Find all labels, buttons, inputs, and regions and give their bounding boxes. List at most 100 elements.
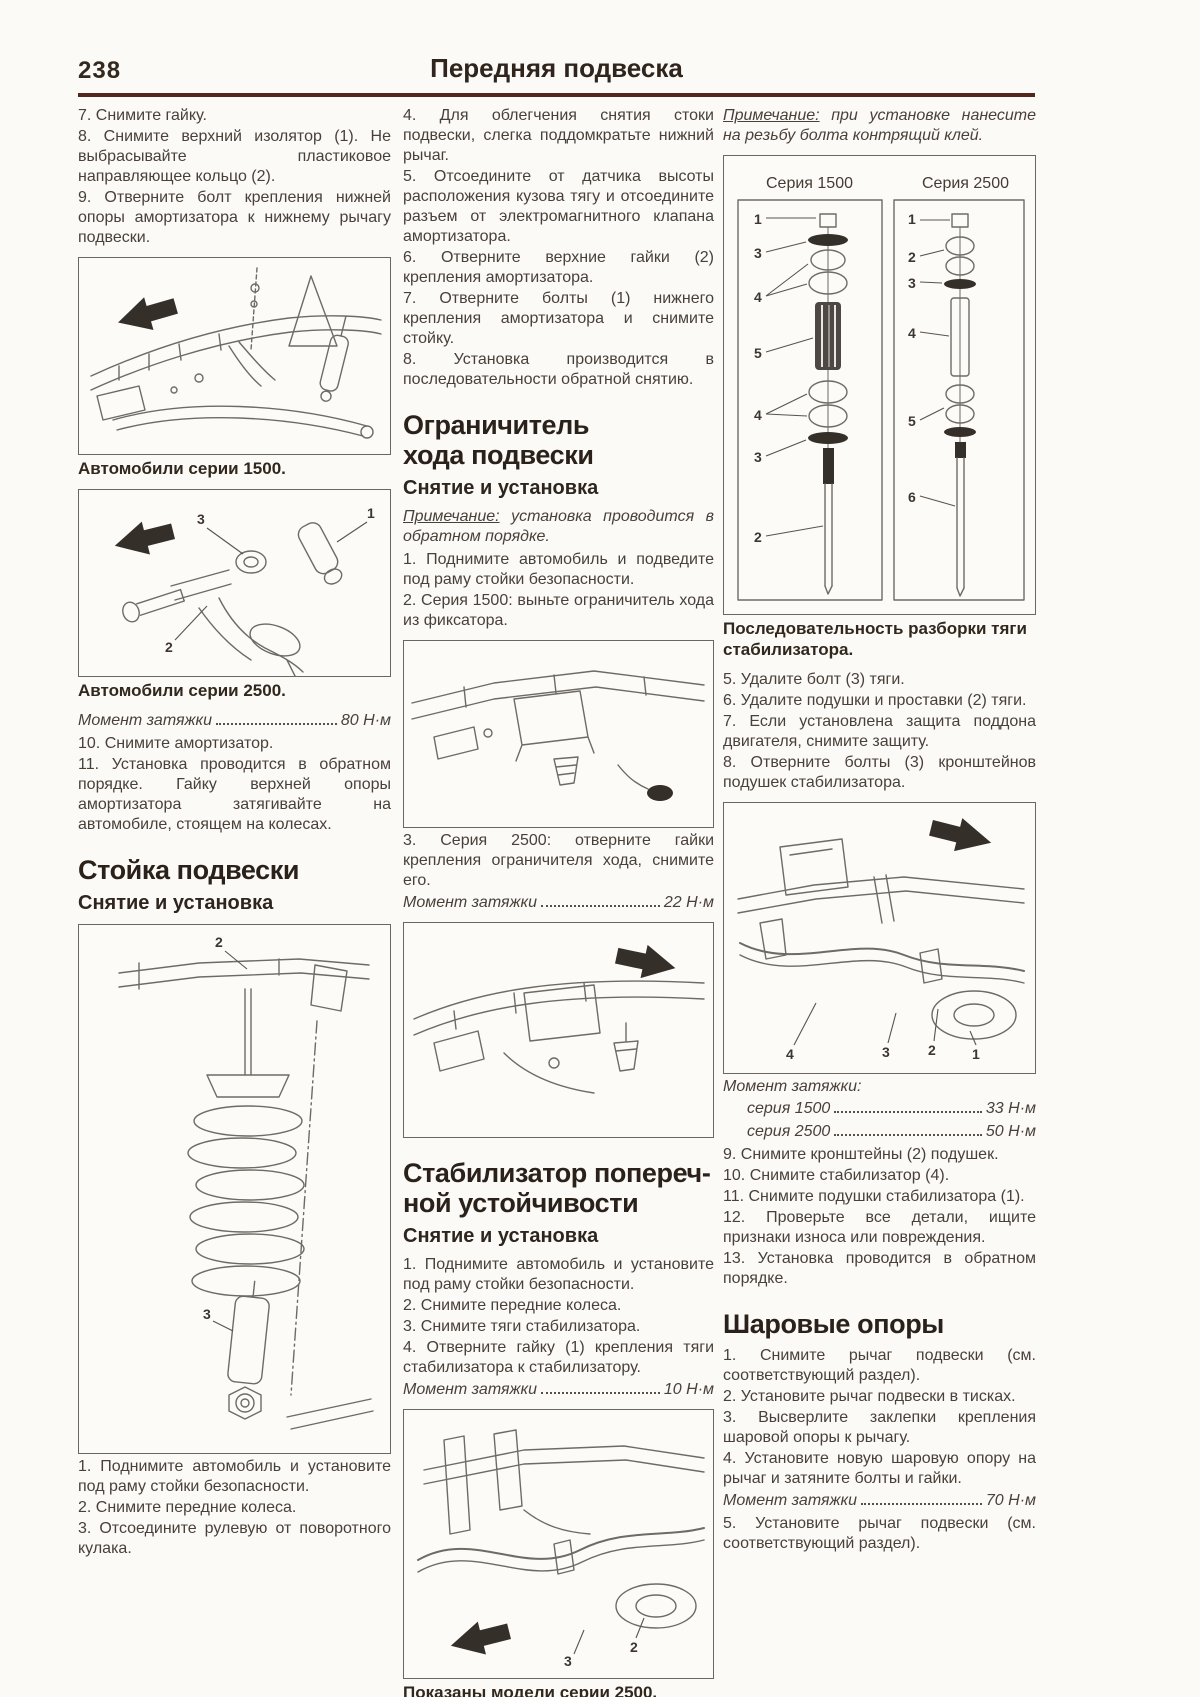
section-heading-strut: Стойка подвески [78, 855, 300, 885]
series-1500-title: Серия 1500 [766, 175, 853, 192]
torque-spec: Момент затяжки 10 Н·м [403, 1380, 714, 1400]
stabilizer-sketch [417, 1429, 705, 1629]
torque-row-name: серия 2500 [747, 1123, 831, 1140]
figure-caption: Автомобили серии 2500. [78, 681, 286, 700]
torque-spec: серия 2500 50 Н·м [723, 1122, 1036, 1142]
page-number: 238 [78, 57, 122, 84]
step-item: 5. Удалите болт (3) тяги. [723, 671, 905, 688]
part-label: 5 [754, 345, 762, 361]
dotted-leader [540, 1391, 660, 1394]
step-item: 1. Поднимите автомобиль и подведите под … [403, 551, 714, 588]
connector-sketch [647, 785, 673, 801]
step-item: 9. Снимите кронштейны (2) подушек. [723, 1146, 999, 1163]
column-left: 7. Снимите гайку. 8. Снимите верхний изо… [78, 106, 391, 1560]
part-label: 2 [630, 1639, 638, 1655]
dotted-leader [834, 1133, 982, 1136]
header-rule [78, 93, 1035, 97]
step-item: 9. Отверните болт крепления нижней опоры… [78, 189, 391, 246]
step-item: 4. Для облегчения снятия стоки подвески,… [403, 107, 714, 164]
part-leader-lines [765, 217, 824, 537]
step-item: 7. Если установлена защита поддона двига… [723, 713, 1036, 750]
part-label: 2 [215, 934, 223, 950]
shock-mount-sketch [122, 522, 343, 676]
step-item: 8. Установка производится в последовател… [403, 351, 714, 388]
part-label: 2 [908, 249, 916, 265]
step-item: 3. Серия 2500: отверните гайки крепления… [403, 832, 714, 889]
note-text: Примечание: установка проводится в обрат… [403, 508, 714, 545]
step-item: 2. Снимите передние колеса. [78, 1499, 297, 1516]
strut-sketch [118, 958, 374, 1430]
stabilizer-mount-sketch [737, 838, 1025, 1040]
part-label: 4 [754, 407, 762, 423]
torque-value: 80 Н·м [340, 712, 391, 729]
series-2500-title: Серия 2500 [922, 175, 1009, 192]
part-label: 1 [367, 505, 375, 521]
figure-stabilizer-mounts: 4 3 2 1 [723, 802, 1036, 1074]
part-label: 5 [908, 413, 916, 429]
dotted-leader [540, 904, 660, 907]
step-item: 10. Снимите амортизатор. [78, 735, 274, 752]
step-item: 11. Снимите подушки стабилизатора (1). [723, 1188, 1025, 1205]
step-item: 3. Отсоедините рулевую от поворотного ку… [78, 1520, 391, 1557]
step-item: 11. Установка проводится в обратном поря… [78, 756, 391, 833]
part-label: 2 [165, 639, 173, 655]
note-label: Примечание: [723, 107, 820, 124]
torque-spec: серия 1500 33 Н·м [723, 1099, 1036, 1119]
exploded-link-1500: 1 3 4 5 4 3 2 [754, 211, 848, 595]
series-2500-box [893, 199, 1025, 601]
torque-spec: Момент затяжки 80 Н·м [78, 711, 391, 731]
arrow-left-icon [450, 1621, 511, 1655]
figure-bumpstop-2500 [403, 922, 714, 1138]
torque-value: 10 Н·м [663, 1381, 714, 1398]
part-label: 2 [754, 529, 762, 545]
figure-caption: Показаны модели серии 2500. [403, 1683, 658, 1697]
torque-label: Момент затяжки [403, 1381, 537, 1398]
figure-stabilizer-2500: 2 3 [403, 1409, 714, 1679]
figure-caption: Автомобили серии 1500. [78, 459, 286, 478]
dotted-leader [834, 1110, 982, 1113]
arrow-left-icon [114, 521, 175, 555]
column-middle: 4. Для облегчения снятия стоки подвески,… [403, 106, 714, 1697]
figure-caption: Последовательность разборки тяги стабили… [723, 619, 1027, 659]
torque-label: Момент затяжки [78, 712, 212, 729]
step-item: 1. Снимите рычаг подвески (см. соответст… [723, 1347, 1036, 1384]
figure-bumpstop-1500 [403, 640, 714, 828]
part-label: 6 [908, 489, 916, 505]
subsection-heading: Снятие и установка [403, 1225, 599, 1247]
series-1500-box [737, 199, 883, 601]
frame-sketch [413, 980, 705, 1094]
torque-label: Момент затяжки [403, 894, 537, 911]
exploded-link-2500: 1 2 3 4 5 6 [908, 211, 976, 597]
note-text: Примечание: при установке нанесите на ре… [723, 107, 1036, 144]
part-leader-lines [793, 1002, 977, 1046]
arrow-right-icon [929, 818, 992, 852]
part-label: 3 [197, 511, 205, 527]
page-header: 238 Передняя подвеска [78, 52, 1035, 92]
subsection-heading: Снятие и установка [78, 892, 274, 914]
part-label: 3 [754, 245, 762, 261]
figure-shock-1500 [78, 257, 391, 455]
torque-spec: Момент затяжки 70 Н·м [723, 1491, 1036, 1511]
torque-value: 22 Н·м [663, 894, 714, 911]
step-item: 3. Высверлите заклепки крепления шаровой… [723, 1409, 1036, 1446]
torque-value: 70 Н·м [985, 1492, 1036, 1509]
part-label: 1 [908, 211, 916, 227]
torque-row-name: серия 1500 [747, 1100, 831, 1117]
part-leader-lines [573, 1617, 645, 1655]
step-item: 5. Отсоедините от датчика высоты располо… [403, 168, 714, 245]
arrow-left-icon [118, 297, 178, 330]
part-label: 4 [786, 1046, 794, 1062]
figure-link-exploded: Серия 1500 Серия 2500 [723, 155, 1036, 615]
part-label: 3 [754, 449, 762, 465]
part-label: 4 [908, 325, 916, 341]
step-item: 7. Отверните болты (1) нижнего крепления… [403, 290, 714, 347]
step-item: 3. Снимите тяги стабилизатора. [403, 1318, 641, 1335]
part-label: 1 [754, 211, 762, 227]
page-title: Передняя подвеска [430, 53, 683, 83]
step-item: 7. Снимите гайку. [78, 107, 207, 124]
step-item: 2. Серия 1500: выньте ограничитель хода … [403, 592, 714, 629]
torque-value: 33 Н·м [985, 1100, 1036, 1117]
note-label: Примечание: [403, 508, 500, 525]
